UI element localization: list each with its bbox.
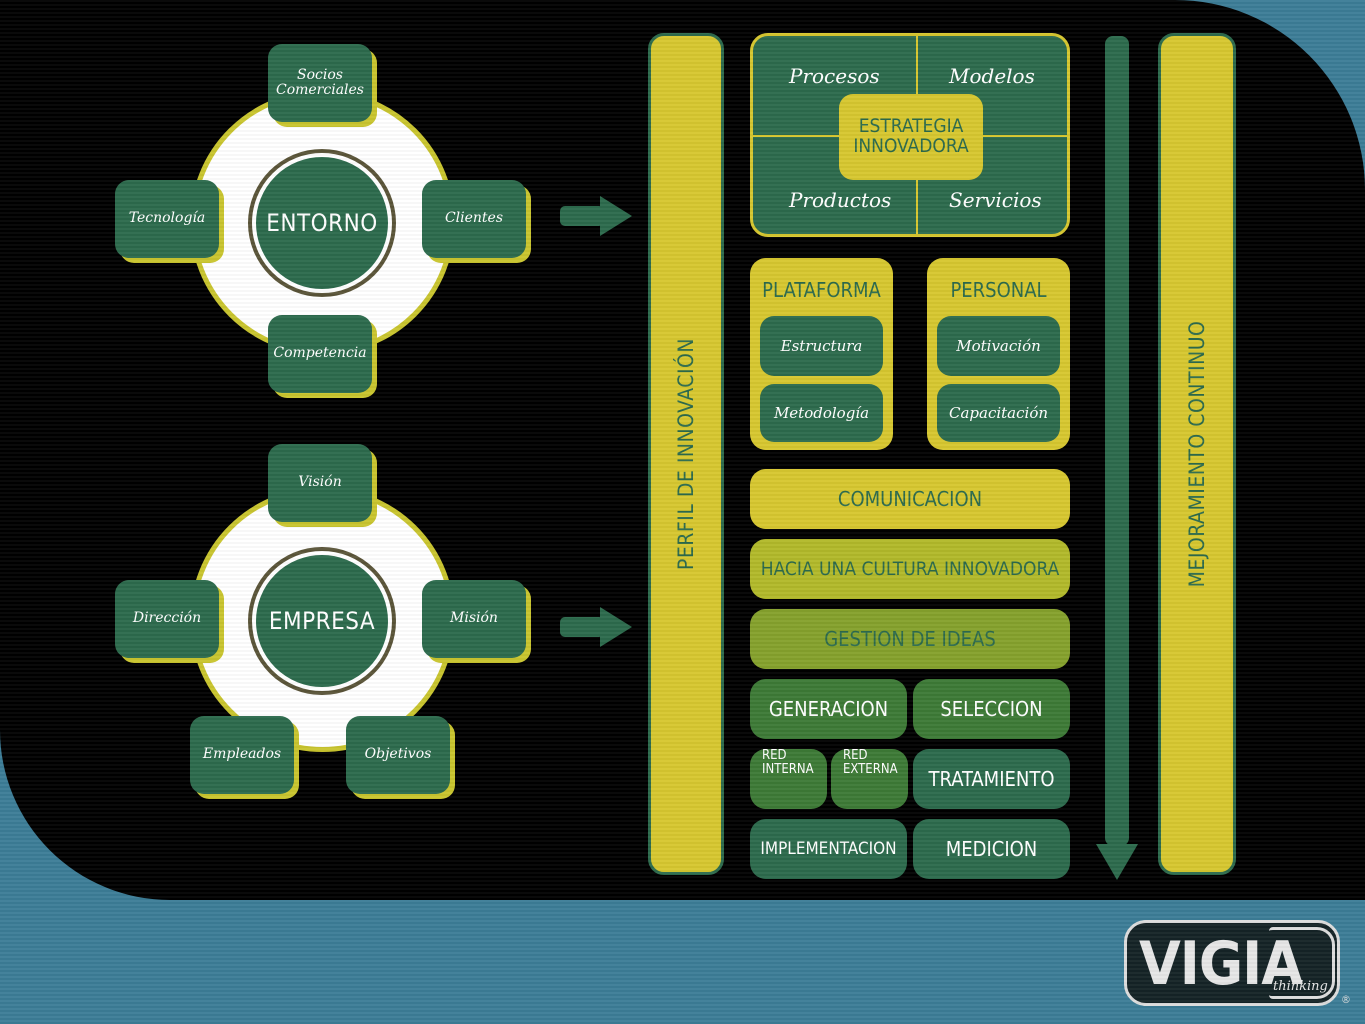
personal-title: PERSONAL bbox=[950, 278, 1047, 302]
red-externa-box: RED EXTERNA bbox=[831, 749, 908, 809]
red-interna-line2: INTERNA bbox=[762, 761, 814, 777]
estrategia-label: ESTRATEGIA bbox=[858, 115, 964, 138]
empleados-pod: Empleados bbox=[190, 716, 294, 794]
motivacion-pill: Motivación bbox=[937, 316, 1060, 376]
arrow-right-icon bbox=[560, 607, 632, 647]
logo-frame-mark bbox=[1269, 927, 1335, 999]
perfil-innovacion-label: PERFIL DE INNOVACIÓN bbox=[674, 337, 698, 571]
arrow-right-icon bbox=[560, 196, 632, 236]
personal-box: PERSONAL Motivación Capacitación bbox=[927, 258, 1070, 450]
capacitacion-pill: Capacitación bbox=[937, 384, 1060, 442]
empresa-hub: EMPRESA bbox=[252, 551, 392, 691]
clientes-pod: Clientes bbox=[422, 180, 526, 258]
vision-pod: Visión bbox=[268, 444, 372, 522]
red-externa-line1: RED bbox=[843, 748, 868, 763]
entorno-hub: ENTORNO bbox=[252, 153, 392, 293]
innovadora-label: INNOVADORA bbox=[853, 135, 969, 157]
arrow-down-icon bbox=[1096, 36, 1138, 880]
servicios-label: Servicios bbox=[949, 188, 1042, 212]
generacion-box: GENERACION bbox=[750, 679, 907, 739]
tecnologia-pod: Tecnología bbox=[115, 180, 219, 258]
mejoramiento-continuo-bar: MEJORAMIENTO CONTINUO bbox=[1158, 33, 1236, 875]
estrategia-grid: Procesos Modelos Productos Servicios EST… bbox=[750, 33, 1070, 237]
plataforma-box: PLATAFORMA Estructura Metodología bbox=[750, 258, 893, 450]
red-interna-box: RED INTERNA bbox=[750, 749, 827, 809]
metodologia-pill: Metodología bbox=[760, 384, 883, 442]
socios-comerciales-pod: Socios Comerciales bbox=[268, 44, 372, 122]
seleccion-box: SELECCION bbox=[913, 679, 1070, 739]
procesos-label: Procesos bbox=[789, 64, 880, 88]
socios-label: Socios bbox=[297, 66, 343, 83]
direccion-pod: Dirección bbox=[115, 580, 219, 658]
plataforma-title: PLATAFORMA bbox=[762, 278, 881, 302]
comunicacion-row: COMUNICACION bbox=[750, 469, 1070, 529]
productos-label: Productos bbox=[789, 188, 892, 212]
competencia-pod: Competencia bbox=[268, 315, 372, 393]
red-externa-line2: EXTERNA bbox=[843, 761, 898, 777]
vigia-logo: VIGIA thinking bbox=[1124, 920, 1340, 1006]
implementacion-box: IMPLEMENTACION bbox=[750, 819, 907, 879]
vigia-logo-subtext: thinking bbox=[1273, 979, 1328, 994]
modelos-label: Modelos bbox=[949, 64, 1035, 88]
mision-pod: Misión bbox=[422, 580, 526, 658]
estructura-pill: Estructura bbox=[760, 316, 883, 376]
estrategia-innovadora-center: ESTRATEGIA INNOVADORA bbox=[839, 94, 983, 180]
perfil-innovacion-bar: PERFIL DE INNOVACIÓN bbox=[648, 33, 724, 875]
mejoramiento-continuo-label: MEJORAMIENTO CONTINUO bbox=[1185, 320, 1209, 588]
registered-mark: ® bbox=[1341, 993, 1351, 1006]
red-interna-line1: RED bbox=[762, 748, 787, 763]
objetivos-pod: Objetivos bbox=[346, 716, 450, 794]
tratamiento-box: TRATAMIENTO bbox=[913, 749, 1070, 809]
medicion-box: MEDICION bbox=[913, 819, 1070, 879]
comerciales-label: Comerciales bbox=[275, 82, 364, 98]
gestion-ideas-row: GESTION DE IDEAS bbox=[750, 609, 1070, 669]
cultura-innovadora-row: HACIA UNA CULTURA INNOVADORA bbox=[750, 539, 1070, 599]
